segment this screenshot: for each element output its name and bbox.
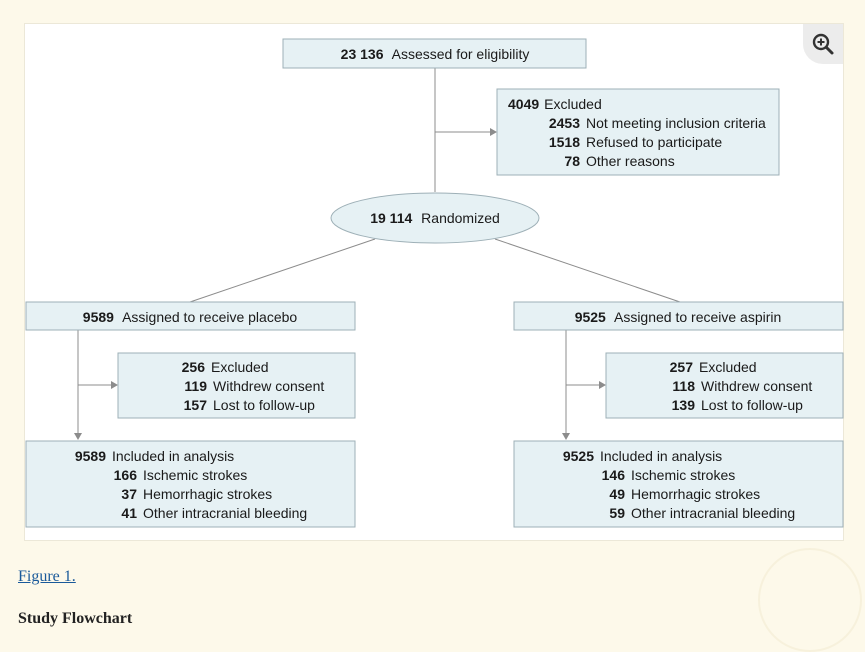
excluded-item-label: Not meeting inclusion criteria <box>586 115 766 131</box>
figure-caption-title: Study Flowchart <box>18 610 133 627</box>
arrow-head-icon <box>74 433 82 440</box>
aspirin-excluded-item-label: Lost to follow-up <box>701 397 803 413</box>
arrow-head-icon <box>490 128 497 136</box>
placebo-analysis-item-count: 166 <box>114 467 138 483</box>
aspirin-analysis-label: Included in analysis <box>600 448 722 464</box>
connector-to-placebo <box>189 238 376 303</box>
randomized-count: 19 114 <box>370 210 412 226</box>
figure-link[interactable]: Figure 1. <box>18 568 76 585</box>
aspirin-analysis-item-count: 49 <box>609 486 625 502</box>
excluded-item-count: 1518 <box>549 134 580 150</box>
aspirin-excluded-count: 257 <box>670 359 694 375</box>
placebo-assigned-box: 9589 Assigned to receive placebo <box>25 301 356 331</box>
placebo-analysis-count: 9589 <box>75 448 106 464</box>
svg-text:9589 Assigned to recei: 9589 Assigned to receive placebo <box>83 309 298 325</box>
randomized-label: Randomized <box>421 210 500 226</box>
placebo-analysis-item-label: Other intracranial bleeding <box>143 505 307 521</box>
excluded-count: 4049 <box>508 96 539 112</box>
connectors <box>74 68 681 440</box>
placebo-analysis-item-count: 37 <box>121 486 137 502</box>
svg-text:9525 Assigned to recei: 9525 Assigned to receive aspirin <box>575 309 782 325</box>
placebo-excluded-item-label: Withdrew consent <box>213 378 324 394</box>
svg-text:23 136 Assessed for el: 23 136 Assessed for eligibility <box>341 46 530 62</box>
connector-to-aspirin <box>494 238 681 303</box>
zoom-in-icon <box>812 33 834 55</box>
placebo-excluded-item-count: 119 <box>184 378 207 394</box>
aspirin-analysis-item-label: Hemorrhagic strokes <box>631 486 760 502</box>
placebo-assigned-label: Assigned to receive placebo <box>122 309 297 325</box>
excluded-box: 4049 Excluded 2453 Not meeting inclusion … <box>496 88 780 176</box>
watermark-seal <box>758 548 862 652</box>
aspirin-assigned-label: Assigned to receive aspirin <box>614 309 781 325</box>
placebo-excluded-count: 256 <box>182 359 206 375</box>
zoom-button[interactable] <box>803 24 843 64</box>
excluded-label: Excluded <box>544 96 602 112</box>
arrow-head-icon <box>599 381 606 389</box>
placebo-excluded-label: Excluded <box>211 359 269 375</box>
placebo-assigned-count: 9589 <box>83 309 114 325</box>
placebo-analysis-label: Included in analysis <box>112 448 234 464</box>
arrow-head-icon <box>562 433 570 440</box>
eligibility-label: Assessed for eligibility <box>392 46 530 62</box>
aspirin-analysis-box: 9525 Included in analysis 146 Ischemic s… <box>513 440 844 528</box>
arrow-head-icon <box>111 381 118 389</box>
randomized-node: 19 114 Randomized <box>330 192 540 244</box>
aspirin-excluded-item-count: 118 <box>672 378 695 394</box>
aspirin-analysis-item-count: 59 <box>609 505 625 521</box>
placebo-excluded-item-count: 157 <box>184 397 208 413</box>
placebo-excluded-box: 256 Excluded 119 Withdrew consent 157 Lo… <box>117 352 356 419</box>
placebo-analysis-item-label: Ischemic strokes <box>143 467 247 483</box>
aspirin-analysis-item-count: 146 <box>602 467 626 483</box>
placebo-analysis-item-label: Hemorrhagic strokes <box>143 486 272 502</box>
excluded-item-count: 2453 <box>549 115 580 131</box>
eligibility-count: 23 136 <box>341 46 384 62</box>
aspirin-excluded-item-label: Withdrew consent <box>701 378 812 394</box>
aspirin-analysis-item-label: Ischemic strokes <box>631 467 735 483</box>
placebo-excluded-item-label: Lost to follow-up <box>213 397 315 413</box>
aspirin-analysis-item-label: Other intracranial bleeding <box>631 505 795 521</box>
aspirin-assigned-count: 9525 <box>575 309 606 325</box>
aspirin-excluded-box: 257 Excluded 118 Withdrew consent 139 Lo… <box>605 352 844 419</box>
aspirin-assigned-box: 9525 Assigned to receive aspirin <box>513 301 844 331</box>
svg-text:19 114 Randomized: 19 114 Randomized <box>370 210 500 226</box>
excluded-item-label: Other reasons <box>586 153 675 169</box>
eligibility-box: 23 136 Assessed for eligibility <box>282 38 587 69</box>
excluded-item-label: Refused to participate <box>586 134 722 150</box>
excluded-item-count: 78 <box>564 153 580 169</box>
placebo-analysis-box: 9589 Included in analysis 166 Ischemic s… <box>25 440 356 528</box>
aspirin-excluded-item-count: 139 <box>672 397 696 413</box>
aspirin-analysis-count: 9525 <box>563 448 594 464</box>
aspirin-excluded-label: Excluded <box>699 359 757 375</box>
placebo-analysis-item-count: 41 <box>121 505 137 521</box>
